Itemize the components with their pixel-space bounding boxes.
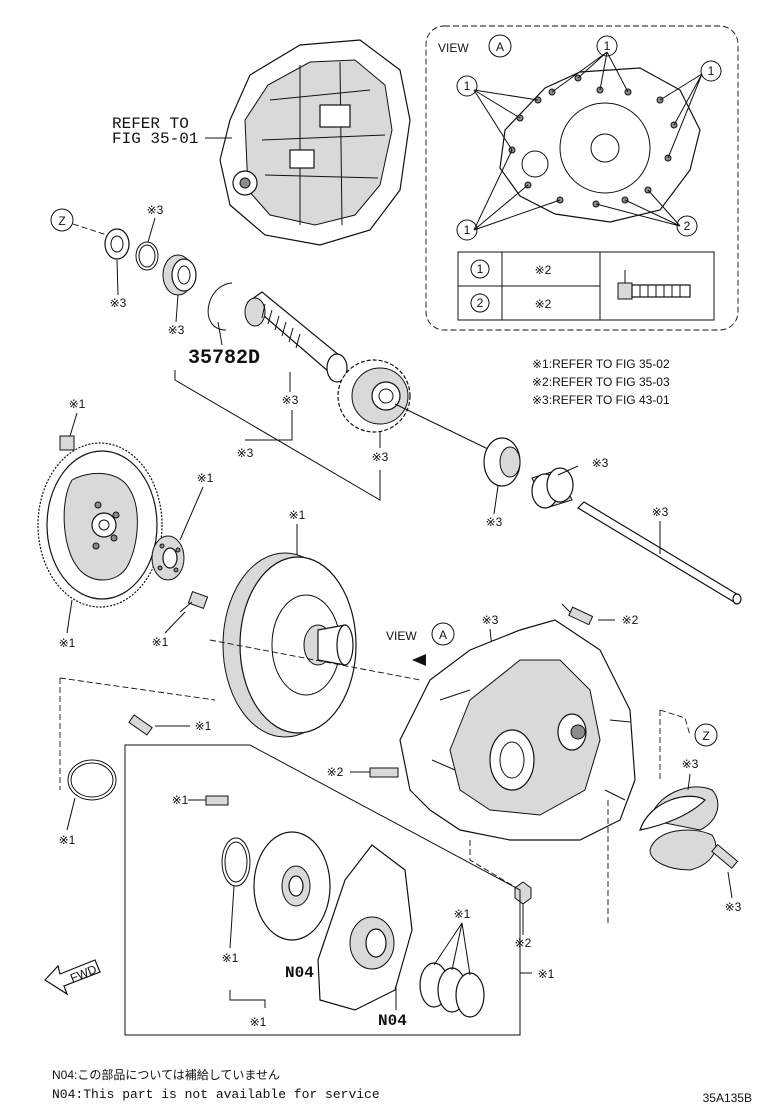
callout-bolt-right: ※3 (725, 900, 742, 914)
bolt-lower (128, 714, 153, 736)
refer-to-line-2: FIG 35-01 (112, 130, 198, 148)
n04-label-1: N04 (285, 964, 314, 982)
view-a-main-label: VIEW (386, 629, 417, 643)
callout-torque-converter: ※1 (289, 508, 306, 522)
callout-pump-bolt: ※1 (172, 793, 189, 807)
circled-2: 2 (684, 219, 691, 233)
part-number-35782d: 35782D (188, 347, 260, 370)
view-arrow-icon (412, 654, 426, 666)
callout-drive-plate: ※1 (197, 471, 214, 485)
circled-1-left: 1 (464, 79, 471, 93)
o-ring-large (67, 759, 117, 801)
reference-1: ※1:REFER TO FIG 35-02 (532, 357, 670, 371)
pump-assembly-box: ※1 ※1 N04 N04 ※1 (124, 744, 521, 1036)
refer-to-line-1: REFER TO (112, 115, 189, 133)
callout-drive-plate-bolt: ※1 (152, 635, 169, 649)
drive-gear (337, 359, 411, 433)
callout-pump-o-ring: ※1 (222, 951, 239, 965)
flywheel-bolt (59, 435, 75, 451)
drive-plate-bolt (179, 590, 209, 613)
callout-nut: ※2 (515, 936, 532, 950)
transmission-assembly (219, 39, 411, 246)
nut (514, 881, 532, 905)
seal-rings (419, 962, 485, 1018)
pump-plate (253, 831, 331, 941)
fwd-label: FWD (68, 962, 99, 985)
transaxle-housing (399, 619, 636, 841)
callout-box: ※1 (538, 967, 555, 981)
fwd-arrow-icon: FWD (44, 959, 101, 996)
callout-seal-ring: ※3 (110, 296, 127, 310)
callout-bearing-race: ※3 (486, 515, 503, 529)
callout-flywheel-bolt: ※1 (69, 397, 86, 411)
diagram-id: 35A135B (703, 1091, 752, 1105)
table-row-1-circle: 1 (477, 262, 484, 276)
table-row-1-ref: ※2 (535, 263, 552, 277)
snap-ring (207, 282, 233, 331)
bolt-housing-top (561, 603, 594, 626)
callout-sleeve: ※3 (592, 456, 609, 470)
bolt-right (711, 843, 739, 869)
z-marker-right: Z (702, 729, 709, 743)
callout-oil-seal: ※3 (168, 323, 185, 337)
callout-seal-rings: ※1 (454, 907, 471, 921)
circled-1-top: 1 (604, 39, 611, 53)
note-english: N04:This part is not available for servi… (52, 1087, 380, 1102)
drive-plate (151, 535, 185, 581)
callout-o-ring-large: ※1 (59, 833, 76, 847)
torque-converter (222, 552, 357, 738)
callout-assembly: ※3 (237, 446, 254, 460)
seal-ring-1 (104, 228, 130, 260)
pump-o-ring (221, 837, 251, 887)
callout-bolt-housing-left: ※2 (327, 765, 344, 779)
n04-label-2: N04 (378, 1012, 407, 1030)
pump-body (317, 844, 413, 1011)
callout-pump-assembly: ※1 (250, 1015, 267, 1029)
callout-side-seal: ※3 (682, 757, 699, 771)
note-japanese: N04:この部品については補給していません (52, 1067, 280, 1082)
long-rod (577, 501, 742, 605)
housing-face-view-a (499, 67, 701, 223)
view-a-inset-letter: A (496, 40, 504, 54)
callout-flywheel: ※1 (59, 636, 76, 650)
pump-bolt (205, 795, 229, 806)
flywheel (37, 442, 163, 608)
o-ring-1 (135, 241, 159, 271)
callout-seal-top: ※3 (147, 203, 164, 217)
z-marker-top: Z (58, 214, 65, 228)
circled-1-bottom: 1 (464, 223, 471, 237)
reference-2: ※2:REFER TO FIG 35-03 (532, 375, 670, 389)
bolt-icon (617, 270, 691, 300)
view-a-table: 1 ※2 2 ※2 (457, 251, 715, 321)
bolt-housing-left (369, 767, 399, 778)
table-row-2-ref: ※2 (535, 297, 552, 311)
view-a-main-letter: A (439, 628, 447, 642)
bearing-sleeve (531, 467, 574, 509)
callout-bolt-housing: ※2 (622, 613, 639, 627)
callout-gear: ※3 (372, 450, 389, 464)
callout-housing: ※3 (482, 613, 499, 627)
bearing-race (483, 437, 521, 487)
table-row-2-circle: 2 (477, 296, 484, 310)
callout-shaft: ※3 (282, 393, 299, 407)
input-shaft (244, 291, 348, 383)
reference-3: ※3:REFER TO FIG 43-01 (532, 393, 670, 407)
oil-seal-1 (162, 254, 197, 296)
callout-bolt-lower: ※1 (195, 719, 212, 733)
side-seal (639, 786, 719, 871)
circled-1-right: 1 (708, 64, 715, 78)
callout-rod: ※3 (652, 505, 669, 519)
view-a-inset-label: VIEW (438, 41, 469, 55)
view-a-inset: VIEW A 1 1 1 1 (425, 25, 739, 331)
